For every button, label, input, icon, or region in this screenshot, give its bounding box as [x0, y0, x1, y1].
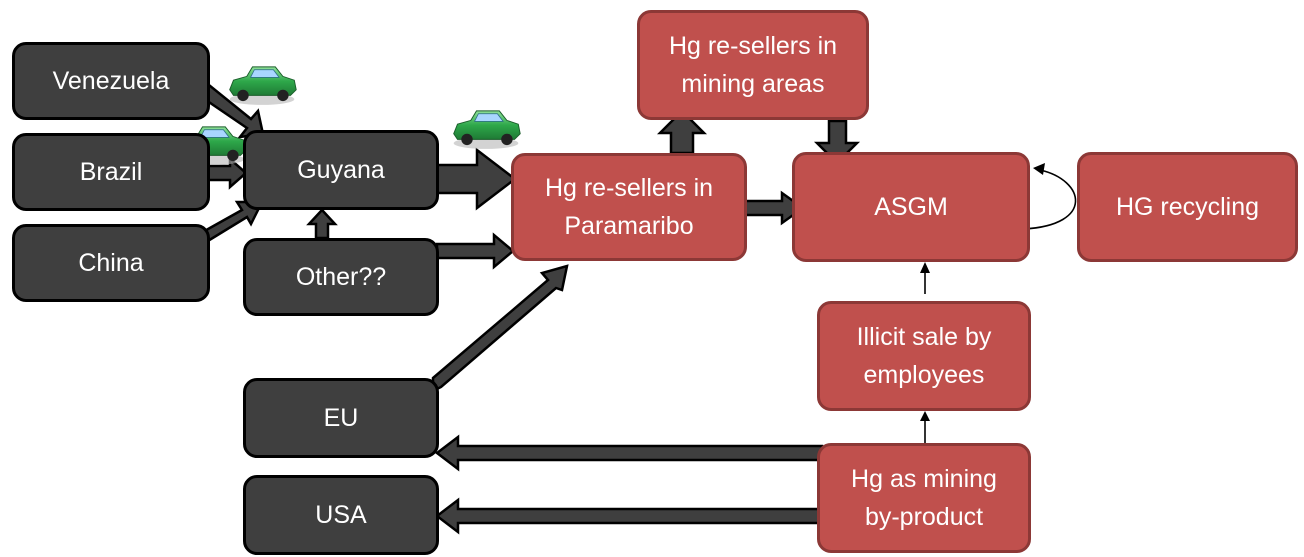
node-china: China	[12, 224, 210, 302]
node-illicit-sale-line1: Illicit sale by	[856, 323, 992, 351]
node-venezuela: Venezuela	[12, 42, 210, 120]
node-resellers-mining-line2: mining areas	[681, 70, 825, 98]
node-resellers-paramaribo-line1: Hg re-sellers in	[544, 174, 714, 202]
node-venezuela-label: Venezuela	[52, 67, 170, 95]
arrow-other-to-guyana	[306, 208, 338, 240]
car-icon	[229, 66, 297, 106]
arrow-eu-to-paramaribo	[431, 264, 569, 394]
node-guyana-label: Guyana	[297, 156, 385, 184]
arrow-recycling-loop	[1023, 169, 1077, 230]
node-eu: EU	[243, 378, 439, 458]
node-eu-label: EU	[323, 404, 359, 432]
node-recycling-label: HG recycling	[1115, 193, 1260, 221]
node-asgm-label: ASGM	[874, 193, 948, 221]
node-other-label: Other??	[295, 263, 387, 291]
arrow-byproduct-to-usa	[434, 497, 824, 535]
node-china-label: China	[78, 249, 144, 277]
node-illicit-sale: Illicit sale by employees	[817, 301, 1031, 411]
arrow-guyana-to-paramaribo	[435, 147, 518, 211]
arrow-other-to-paramaribo	[435, 232, 515, 270]
node-other: Other??	[243, 238, 439, 316]
node-resellers-mining: Hg re-sellers in mining areas	[637, 10, 869, 120]
arrow-paramaribo-to-mining	[656, 109, 708, 155]
node-mining-byproduct-line2: by-product	[864, 503, 984, 531]
node-asgm: ASGM	[792, 152, 1030, 262]
node-brazil: Brazil	[12, 133, 210, 211]
node-resellers-mining-line1: Hg re-sellers in	[668, 32, 838, 60]
car-icon	[453, 110, 521, 150]
node-mining-byproduct: Hg as mining by-product	[817, 443, 1031, 553]
node-recycling: HG recycling	[1077, 152, 1298, 262]
arrow-brazil-to-guyana	[206, 156, 248, 190]
node-resellers-paramaribo-line2: Paramaribo	[564, 212, 694, 240]
arrow-byproduct-to-eu	[434, 434, 824, 472]
node-resellers-paramaribo: Hg re-sellers in Paramaribo	[511, 153, 747, 261]
node-mining-byproduct-line1: Hg as mining	[851, 465, 997, 493]
node-usa: USA	[243, 475, 439, 555]
node-guyana: Guyana	[243, 130, 439, 210]
node-illicit-sale-line2: employees	[863, 361, 985, 389]
node-usa-label: USA	[315, 501, 367, 529]
node-brazil-label: Brazil	[79, 158, 143, 186]
